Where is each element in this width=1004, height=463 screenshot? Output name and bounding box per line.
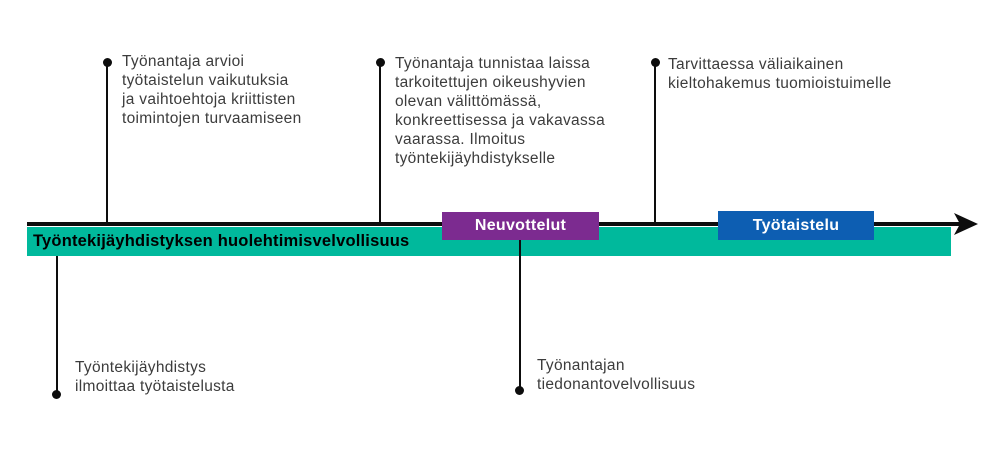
callout-text-line: Työntekijäyhdistys [75, 359, 207, 376]
callout-text-line: konkreettisessa ja vakavassa [395, 112, 605, 129]
callout-text-line: olevan välittömässä, [395, 93, 542, 110]
callout-text-line: Tarvittaessa väliaikainen [668, 56, 844, 73]
phase-negotiations-label: Neuvottelut [474, 217, 567, 234]
timeline-dot [376, 58, 385, 67]
callout-union-announces-strike: Työntekijäyhdistys ilmoittaa työtaistelu… [75, 358, 235, 396]
timeline-dot [52, 390, 61, 399]
callout-text-line: vaarassa. Ilmoitus [395, 131, 526, 148]
connector-line [56, 256, 58, 395]
callout-employer-identifies-danger: Työnantaja tunnistaa laissa tarkoitettuj… [395, 54, 605, 168]
callout-text-line: ilmoittaa työtaistelusta [75, 378, 235, 395]
duty-band-label: Työntekijäyhdistyksen huolehtimisvelvoll… [33, 232, 410, 250]
phase-strike: Työtaistelu [718, 211, 874, 240]
connector-line [519, 240, 521, 391]
connector-line [379, 62, 381, 223]
callout-text-line: Työnantajan [537, 357, 625, 374]
phase-negotiations: Neuvottelut [442, 212, 599, 240]
callout-text-line: ja vaihtoehtoja kriittisten [122, 91, 296, 108]
callout-text-line: tarkoitettujen oikeushyvien [395, 74, 586, 91]
callout-text-line: Työnantaja tunnistaa laissa [395, 55, 591, 72]
callout-text-line: Työnantaja arvioi [122, 53, 245, 70]
timeline-dot [651, 58, 660, 67]
timeline-dot [103, 58, 112, 67]
callout-text-line: työtaistelun vaikutuksia [122, 72, 289, 89]
callout-employer-assessment: Työnantaja arvioi työtaistelun vaikutuks… [122, 52, 302, 128]
phase-strike-label: Työtaistelu [752, 216, 840, 234]
timeline-dot [515, 386, 524, 395]
callout-text-line: tiedonantovelvollisuus [537, 376, 696, 393]
callout-text-line: toimintojen turvaamiseen [122, 110, 302, 127]
callout-temporary-injunction: Tarvittaessa väliaikainen kieltohakemus … [668, 55, 892, 93]
arrowhead-icon [954, 213, 978, 235]
callout-text-line: työntekijäyhdistykselle [395, 150, 556, 167]
connector-line [654, 62, 656, 223]
callout-text-line: kieltohakemus tuomioistuimelle [668, 75, 892, 92]
callout-employer-disclosure-duty: Työnantajan tiedonantovelvollisuus [537, 356, 695, 394]
connector-line [106, 62, 108, 223]
